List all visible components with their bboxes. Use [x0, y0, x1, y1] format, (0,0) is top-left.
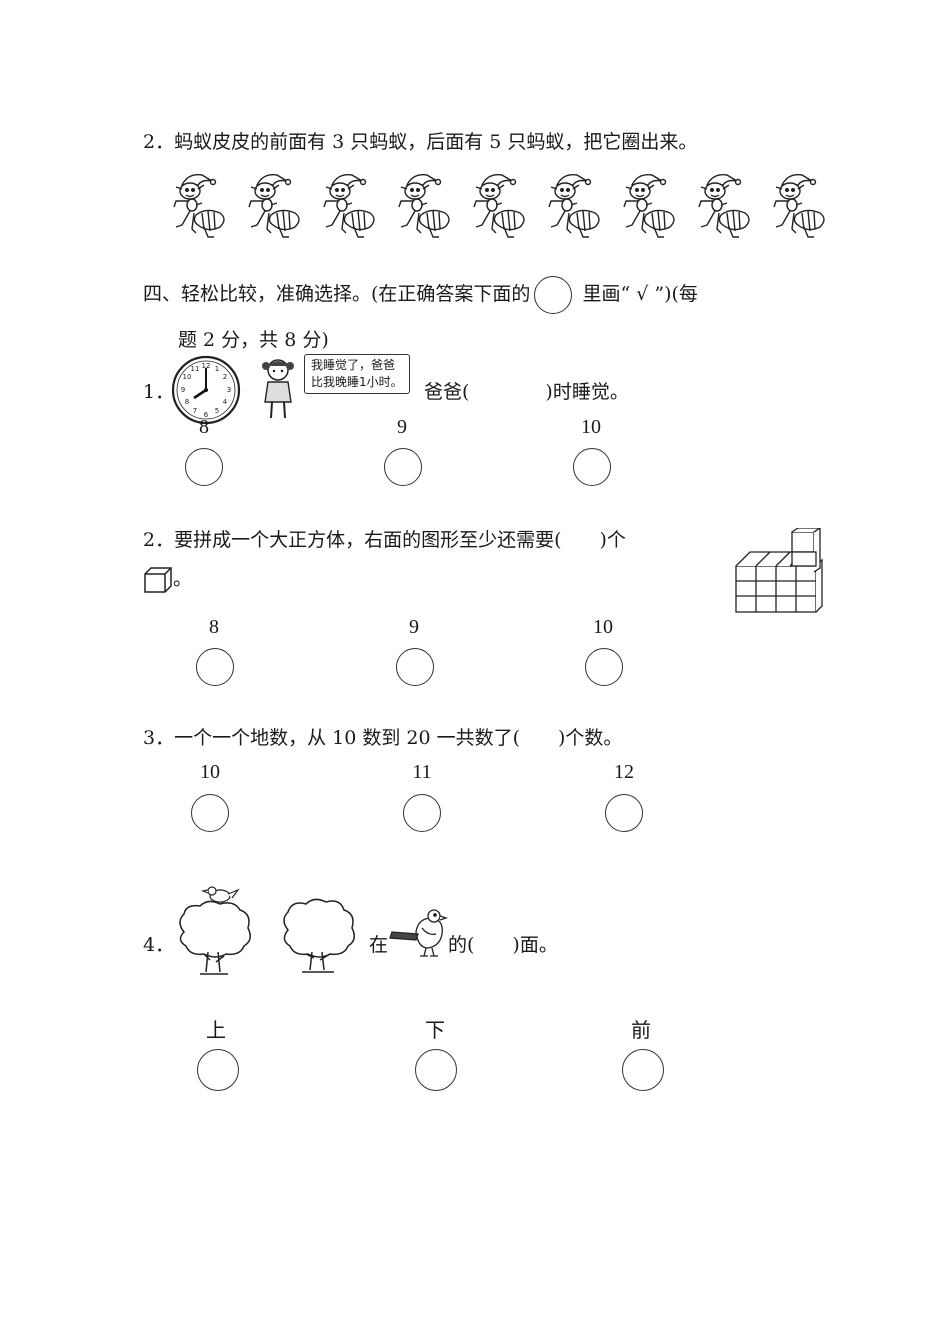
speech-bubble: 我睡觉了，爸爸 比我晚睡1小时。	[304, 354, 410, 394]
q2-option-1-label: 8	[209, 616, 219, 638]
q1-option-3-circle[interactable]	[573, 448, 611, 486]
svg-text:1: 1	[215, 365, 219, 373]
ant-icon[interactable]	[168, 168, 234, 244]
q4-number: 4．	[143, 934, 175, 956]
ant-icon[interactable]	[393, 168, 459, 244]
q1-option-3-label: 10	[581, 416, 601, 438]
q2-text: 2．要拼成一个大正方体，右面的图形至少还需要( )个	[143, 529, 626, 551]
q3-option-3-label: 12	[614, 761, 634, 783]
cube-stack-icon	[735, 528, 823, 613]
section-four-heading: 四、轻松比较，准确选择。(在正确答案下面的 里画“ √ ”)(每	[143, 274, 698, 314]
q1-option-2-label: 9	[397, 416, 407, 438]
bubble-line-1: 我睡觉了，爸爸	[311, 358, 396, 372]
q3-option-2-label: 11	[412, 761, 432, 783]
bubble-line-2: 比我晚睡1小时。	[311, 375, 403, 389]
q4-option-1-label: 上	[206, 1020, 226, 1042]
ant-icon[interactable]	[543, 168, 609, 244]
tree-with-bird-icon	[179, 886, 251, 975]
section-four-score: 题 2 分，共 8 分)	[178, 329, 329, 351]
small-cube-icon	[144, 567, 172, 593]
q2-option-3-label: 10	[593, 616, 613, 638]
q2-text-line2: 。	[143, 566, 192, 594]
q3-option-1-circle[interactable]	[191, 794, 229, 832]
q4-option-1-circle[interactable]	[197, 1049, 239, 1091]
question-ants-text: 2．蚂蚁皮皮的前面有 3 只蚂蚁，后面有 5 只蚂蚁，把它圈出来。	[143, 131, 698, 153]
q4-option-3-circle[interactable]	[622, 1049, 664, 1091]
svg-text:6: 6	[204, 411, 209, 419]
q2-option-2-label: 9	[409, 616, 419, 638]
answer-circle-example	[534, 276, 573, 314]
ant-icon[interactable]	[693, 168, 759, 244]
svg-text:11: 11	[191, 365, 200, 373]
q3-text: 3．一个一个地数，从 10 数到 20 一共数了( )个数。	[143, 727, 623, 749]
svg-text:4: 4	[223, 398, 228, 406]
q3-option-2-circle[interactable]	[403, 794, 441, 832]
svg-text:7: 7	[193, 407, 197, 415]
q1-option-2-circle[interactable]	[384, 448, 422, 486]
q2-option-1-circle[interactable]	[196, 648, 234, 686]
ant-icon[interactable]	[768, 168, 834, 244]
q4-text-b: 的( )面。	[448, 934, 558, 956]
ant-icon[interactable]	[318, 168, 384, 244]
q4-option-2-circle[interactable]	[415, 1049, 457, 1091]
q3-option-1-label: 10	[200, 761, 220, 783]
q2-option-2-circle[interactable]	[396, 648, 434, 686]
q1-option-1-label: 8	[199, 416, 209, 438]
svg-text:12: 12	[202, 362, 211, 370]
section-four-title-a: 四、轻松比较，准确选择。(在正确答案下面的	[143, 283, 531, 305]
q1-number: 1．	[143, 381, 175, 403]
section-four-title-b: 里画“ √ ”)(每	[576, 283, 698, 305]
q2-text-end: 。	[173, 568, 193, 590]
svg-text:2: 2	[223, 373, 227, 381]
q1-text: 爸爸( )时睡觉。	[424, 381, 629, 403]
svg-text:8: 8	[185, 398, 189, 406]
ant-row	[168, 168, 848, 246]
girl-icon	[262, 359, 294, 419]
ant-icon[interactable]	[618, 168, 684, 244]
q4-text-a: 在	[369, 934, 389, 956]
tree-icon	[283, 898, 355, 973]
q4-option-3-label: 前	[631, 1020, 651, 1042]
svg-text:9: 9	[181, 386, 185, 394]
q3-option-3-circle[interactable]	[605, 794, 643, 832]
svg-text:3: 3	[227, 386, 231, 394]
ant-icon[interactable]	[468, 168, 534, 244]
svg-text:5: 5	[215, 407, 219, 415]
bird-icon	[389, 909, 449, 957]
q2-option-3-circle[interactable]	[585, 648, 623, 686]
ant-icon[interactable]	[243, 168, 309, 244]
svg-text:10: 10	[183, 373, 192, 381]
q4-option-2-label: 下	[425, 1020, 445, 1042]
q1-option-1-circle[interactable]	[185, 448, 223, 486]
